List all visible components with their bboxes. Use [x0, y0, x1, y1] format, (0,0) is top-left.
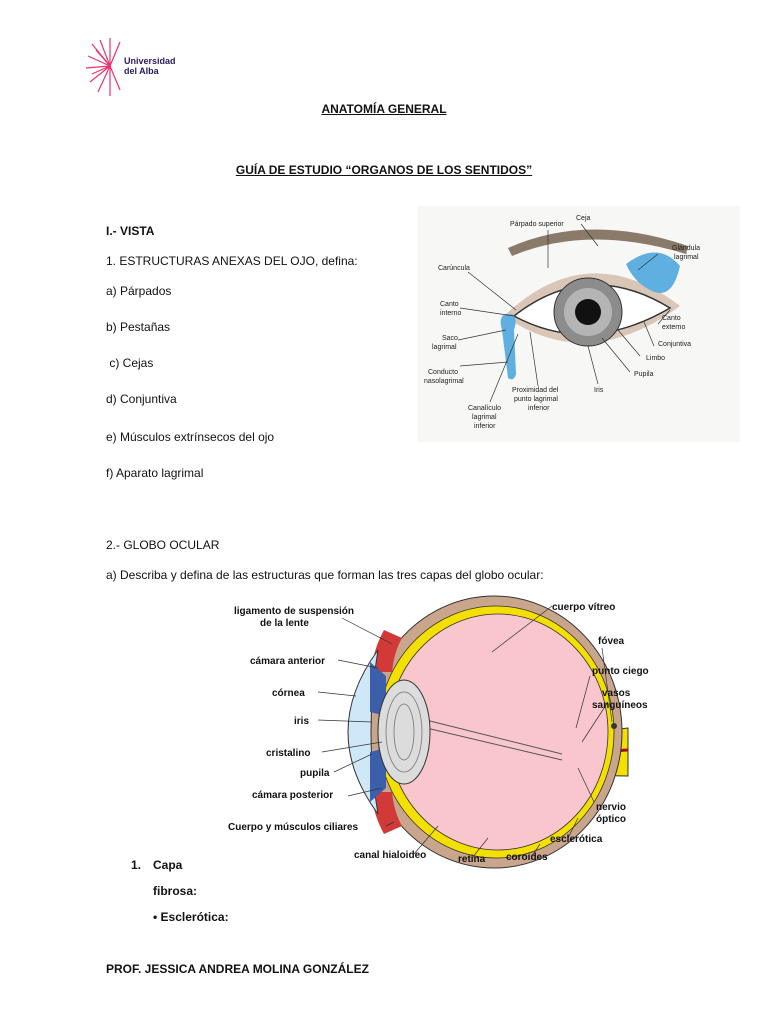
label-canal-hialoideo: canal hialoideo [354, 850, 426, 861]
logo-line-2: del Alba [124, 66, 159, 76]
label-iris: Iris [594, 387, 604, 394]
list-item-aparato-lagrimal: f) Aparato lagrimal [106, 466, 204, 480]
label-nervio-2: óptico [596, 814, 626, 825]
label-proximidad-2: punto lagrimal [514, 396, 558, 403]
label-nervio-1: nervio [596, 802, 626, 813]
label-camara-anterior: cámara anterior [250, 656, 325, 667]
label-cristalino: cristalino [266, 748, 310, 759]
label-ligamento-2: de la lente [260, 618, 309, 629]
label-caruncula: Carúncula [438, 265, 470, 272]
label-conducto-1: Conducto [428, 369, 458, 376]
label-fovea: fóvea [598, 636, 625, 647]
label-camara-posterior: cámara posterior [252, 790, 333, 801]
label-pupila-2: pupila [300, 768, 330, 779]
label-iris-2: iris [294, 716, 309, 727]
label-conjuntiva: Conjuntiva [658, 341, 691, 348]
eyebrow-shape [508, 229, 688, 256]
pupil-shape [575, 299, 601, 325]
list-item-pestanas: b) Pestañas [106, 320, 171, 334]
label-canto-externo-1: Canto [662, 315, 681, 322]
label-lagrimal: lagrimal [674, 254, 699, 261]
label-limbo: Limbo [646, 355, 665, 362]
label-ceja: Ceja [576, 215, 591, 222]
label-glandula: Glándula [672, 245, 700, 252]
label-saco-2: lagrimal [432, 344, 457, 351]
label-cornea: córnea [272, 688, 305, 699]
label-retina: retina [458, 854, 486, 865]
label-cuerpo-vitreo: cuerpo vítreo [552, 602, 615, 613]
label-ligamento-1: ligamento de suspensión [234, 606, 354, 617]
iris-shape-2 [370, 662, 386, 716]
label-cuerpo-musculos: Cuerpo y músculos ciliares [228, 822, 358, 833]
label-coroides: coroides [506, 852, 548, 863]
list-item-parpados: a) Párpados [106, 284, 172, 298]
label-canaliculo-1: Canalículo [468, 405, 501, 412]
label-vasos-1: vasos [602, 688, 631, 699]
list-item-conjuntiva: d) Conjuntiva [106, 392, 177, 406]
list-number: 1. [131, 858, 142, 872]
lacrimal-gland-shape [626, 252, 680, 293]
label-canto-interno-1: Canto [440, 301, 459, 308]
logo-line-1: Universidad [124, 56, 176, 66]
label-canto-interno-2: interno [440, 310, 462, 317]
bullet-esclerotica: • Esclerótica: [153, 910, 229, 924]
label-saco-1: Saco [442, 335, 458, 342]
label-canaliculo-3: inferior [474, 423, 496, 430]
list-item-musculos: e) Músculos extrínsecos del ojo [106, 430, 275, 444]
footer-author: PROF. JESSICA ANDREA MOLINA GONZÁLEZ [106, 962, 369, 976]
section-1-heading: I.- VISTA [106, 224, 155, 238]
label-canto-externo-2: externo [662, 324, 685, 331]
label-punto-ciego: punto ciego [592, 666, 649, 677]
eyeball-cross-section-figure: ligamento de suspensión de la lente cáma… [222, 592, 668, 872]
label-esclerotica: esclerótica [550, 834, 603, 845]
external-eye-figure: Párpado superior Ceja Glándula lagrimal … [418, 206, 740, 442]
section-2-question: a) Describa y defina de las estructuras … [106, 568, 544, 582]
university-logo [85, 36, 186, 100]
section-2-heading: 2.- GLOBO OCULAR [106, 538, 220, 552]
logo-text: Universidad del Alba [124, 56, 176, 76]
label-conducto-2: nasolagrimal [424, 378, 464, 385]
label-canaliculo-2: lagrimal [472, 414, 497, 421]
label-parpado-superior: Párpado superior [510, 221, 564, 228]
document-subtitle: GUÍA DE ESTUDIO “ORGANOS DE LOS SENTIDOS… [235, 163, 533, 177]
document-title: ANATOMÍA GENERAL [321, 102, 447, 116]
section-1-question: 1. ESTRUCTURAS ANEXAS DEL OJO, defina: [106, 254, 358, 268]
list-item-cejas: c) Cejas [106, 356, 154, 370]
lens-shape [377, 679, 431, 785]
label-vasos-2: sanguíneos [592, 700, 648, 711]
label-proximidad-3: inferior [528, 405, 550, 412]
list-item-fibrosa: fibrosa: [153, 884, 198, 898]
label-pupila: Pupila [634, 371, 654, 378]
label-proximidad-1: Proximidad del [512, 387, 559, 394]
list-item-capa: Capa [153, 858, 183, 872]
starburst-logo-icon [85, 38, 121, 96]
